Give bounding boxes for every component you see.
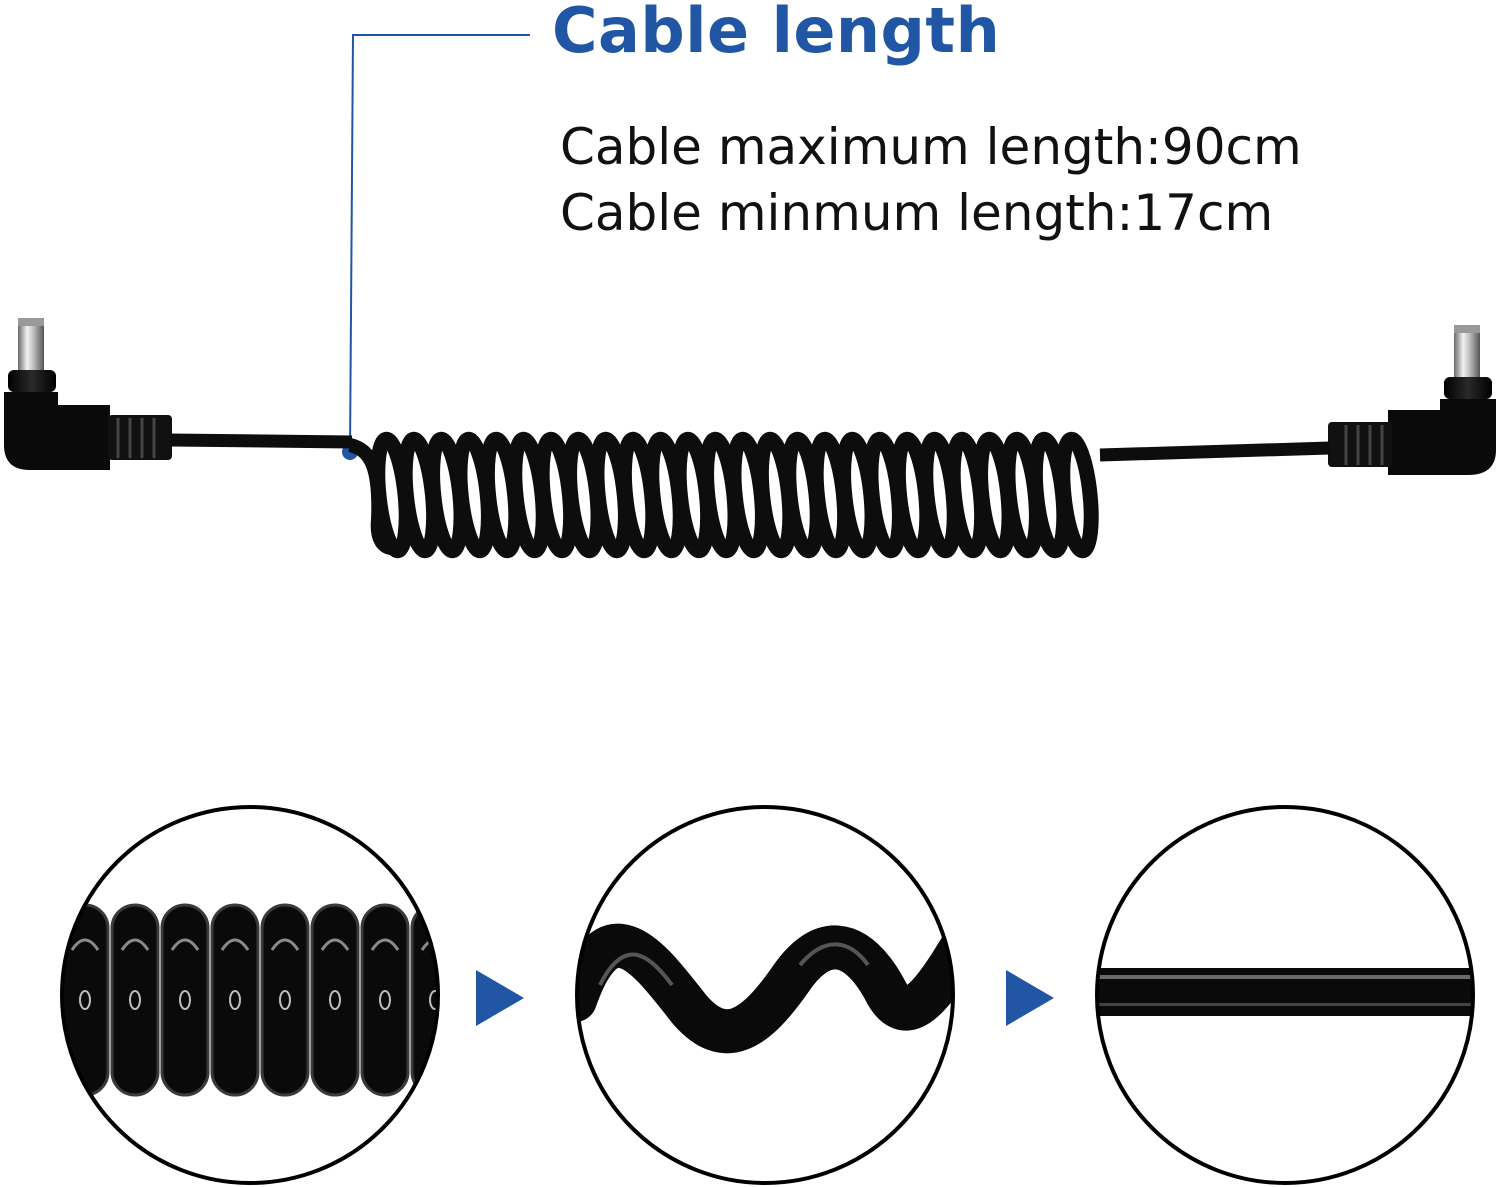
coil-print-mark: [379, 990, 391, 1010]
compressed-coil-turn: [310, 903, 360, 1097]
arrow-right-icon: [1006, 970, 1054, 1026]
coil-lead: [347, 438, 393, 555]
detail-circle-compressed: [60, 805, 440, 1185]
coil-highlight: [170, 938, 200, 951]
coil-print-mark: [229, 990, 241, 1010]
coil-highlight: [70, 938, 100, 951]
straight-cable-right: [1099, 441, 1331, 462]
coil-print-mark: [429, 990, 438, 1010]
callout-leader-line: [342, 34, 530, 460]
coil-print-mark: [329, 990, 341, 1010]
right-dc-connector: [1328, 325, 1496, 475]
coil-highlight: [370, 938, 400, 951]
coil-highlight: [120, 938, 150, 951]
coiled-cable: [347, 431, 1099, 559]
coil-highlight: [220, 938, 250, 951]
detail-circle-straight: [1095, 805, 1475, 1185]
coil-highlight: [320, 938, 350, 951]
compressed-coil-turn: [410, 903, 438, 1097]
coil-print-mark: [79, 990, 91, 1010]
compressed-coil-turn: [260, 903, 310, 1097]
spec-max-length: Cable maximum length:90cm: [560, 118, 1302, 176]
compressed-coil-turn: [160, 903, 210, 1097]
left-dc-connector: [4, 318, 172, 470]
compressed-coil-turn: [62, 903, 110, 1097]
compressed-coil-turn: [210, 903, 260, 1097]
straight-cable-left: [169, 433, 353, 449]
detail-circle-wave: [575, 805, 955, 1185]
spec-list: Cable maximum length:90cm Cable minmum l…: [560, 114, 1302, 246]
compressed-coil-turn: [110, 903, 160, 1097]
coil-highlight: [270, 938, 300, 951]
arrow-right-icon: [476, 970, 524, 1026]
coil-print-mark: [279, 990, 291, 1010]
spec-min-length: Cable minmum length:17cm: [560, 184, 1274, 242]
coil-loop: [1055, 431, 1099, 559]
page-title: Cable length: [552, 0, 1001, 67]
coil-print-mark: [129, 990, 141, 1010]
coil-print-mark: [179, 990, 191, 1010]
compressed-coil-turn: [360, 903, 410, 1097]
